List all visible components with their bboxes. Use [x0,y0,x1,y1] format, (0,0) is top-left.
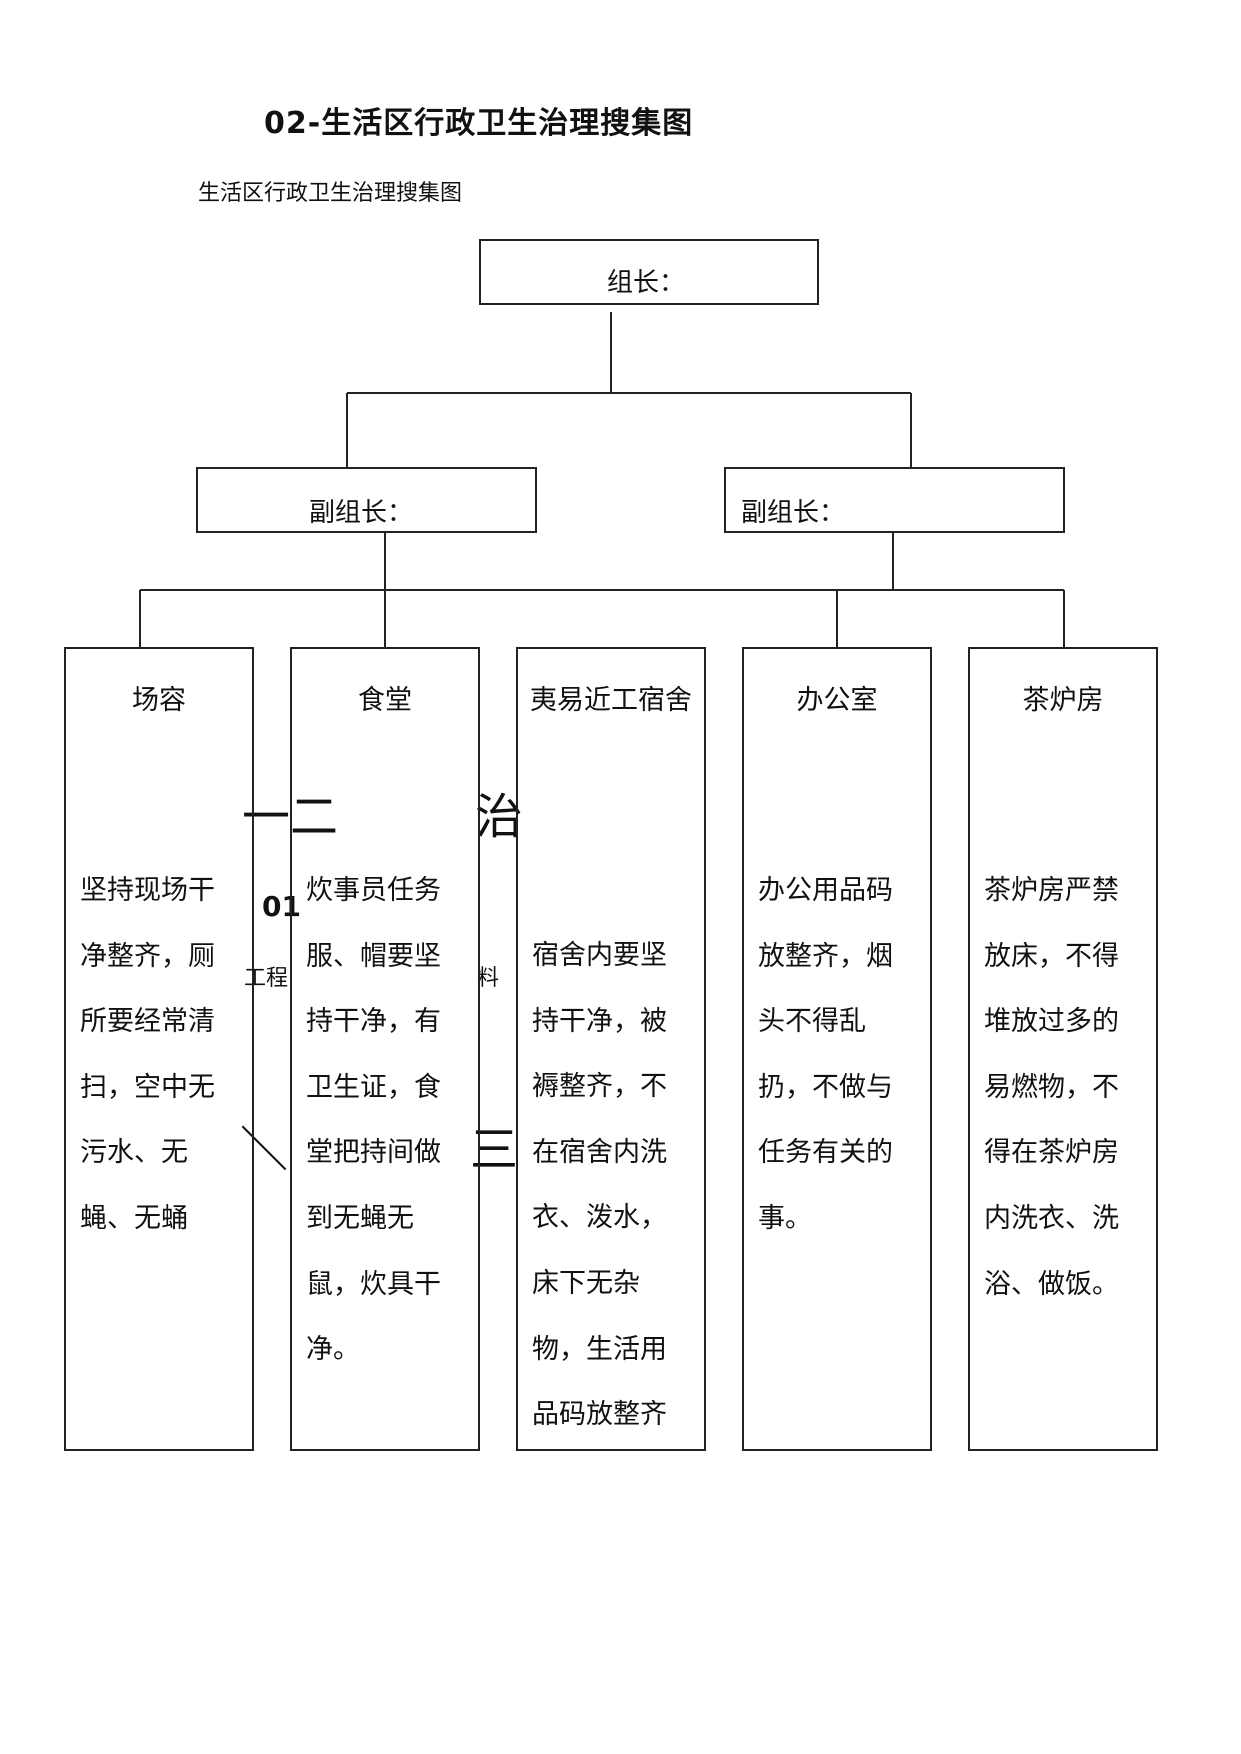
page-title: 02-生活区行政卫生治理搜集图 [264,106,694,141]
deputy-right-box [724,467,1065,533]
deputy-left-box [196,467,537,533]
department-box-sanitation [64,647,254,1451]
leader-label: 组长： [607,268,686,298]
department-duty-sanitation: 坚持现场干净整齐，厕所要经常清扫，空中无污水、无蝇、无蛹 [80,875,215,1234]
ghost-fragment-e: 料 [477,966,500,991]
department-duty-canteen: 炊事员任务服、帽要坚持干净，有卫生证，食堂把持间做到无蝇无鼠，炊具干净。 [306,875,441,1366]
deputy-left-label: 副组长： [309,498,414,528]
ghost-fragment-d: 工程 [244,966,289,991]
department-duty-boiler-room: 茶炉房严禁放床，不得堆放过多的易燃物，不得在茶炉房内洗衣、洗浴、做饭。 [984,875,1119,1300]
department-box-office [742,647,932,1451]
department-title-canteen: 食堂 [358,685,412,716]
ghost-fragment-f: ＼ [240,1122,289,1178]
department-title-office: 办公室 [796,685,878,716]
department-title-boiler-room: 茶炉房 [1022,685,1104,716]
deputy-right-label: 副组长： [741,498,846,528]
department-duty-dormitory: 宿舍内要坚持干净，被褥整齐，不在宿舍内洗衣、泼水，床下无杂物，生活用品码放整齐 [532,940,667,1431]
department-duty-office: 办公用品码放整齐，烟头不得乱扔，不做与任务有关的事。 [758,875,893,1234]
chart-subtitle: 生活区行政卫生治理搜集图 [198,181,463,206]
ghost-fragment-c: 01 [262,890,301,923]
department-title-sanitation: 场容 [132,685,186,716]
ghost-fragment-b: 治 [475,789,524,845]
department-box-boiler-room [968,647,1158,1451]
leader-box [479,239,819,305]
department-box-dormitory [516,647,706,1451]
department-box-canteen [290,647,480,1451]
department-title-dormitory: 夷易近工宿舍 [530,685,692,716]
